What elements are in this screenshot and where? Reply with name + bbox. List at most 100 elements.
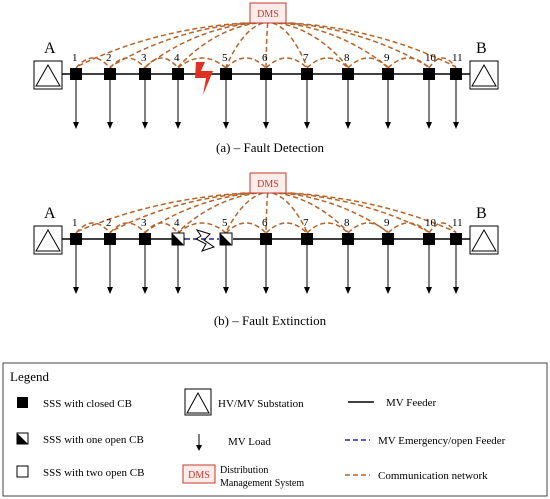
node-label-9: 9 xyxy=(384,52,390,64)
comm-link-dms xyxy=(282,22,389,68)
comm-link-adjacent xyxy=(177,222,227,234)
comm-link-adjacent xyxy=(75,57,111,69)
node-label-4: 4 xyxy=(174,52,180,64)
substation-icon xyxy=(184,388,212,416)
comm-link-adjacent xyxy=(109,57,146,69)
node-label-2: 2 xyxy=(106,52,112,64)
sss-one-open-fill xyxy=(172,233,184,245)
mv-load-arrowhead xyxy=(263,287,269,294)
mv-load-arrowhead xyxy=(223,122,229,129)
comm-link-adjacent xyxy=(306,222,349,234)
mv-load-arrowhead xyxy=(385,287,391,294)
sss-closed-cb xyxy=(70,233,82,245)
node-label-5: 5 xyxy=(222,52,228,64)
sss-closed-cb xyxy=(70,68,82,80)
comm-link-dms xyxy=(177,192,258,233)
sss-closed-cb xyxy=(342,233,354,245)
legend-comm-network: Communication network xyxy=(378,470,488,482)
node-label-7: 7 xyxy=(303,52,309,64)
dms-label: DMS xyxy=(257,179,279,190)
sss-closed-cb xyxy=(220,68,232,80)
mv-load-arrowhead xyxy=(345,122,351,129)
mv-load-arrowhead xyxy=(453,287,459,294)
comm-link-adjacent xyxy=(387,222,430,234)
sss-closed-cb xyxy=(382,68,394,80)
mv-load-arrowhead xyxy=(263,122,269,129)
mv-load-arrowhead xyxy=(175,287,181,294)
substation-a-label: A xyxy=(44,205,56,222)
node-label-8: 8 xyxy=(344,217,350,229)
sss-one-open-fill xyxy=(220,233,232,245)
sss-closed-cb xyxy=(423,68,435,80)
node-label-3: 3 xyxy=(141,217,147,229)
legend-sss-one-open: SSS with one open CB xyxy=(43,434,144,446)
legend: Legend SSS with closed CB SSS with one o… xyxy=(2,362,548,497)
comm-link-dms xyxy=(75,192,246,233)
node-label-2: 2 xyxy=(106,217,112,229)
node-label-9: 9 xyxy=(384,217,390,229)
comm-link-adjacent xyxy=(347,222,389,234)
sss-two-open-symbol xyxy=(16,465,29,478)
node-label-10: 10 xyxy=(425,217,437,229)
legend-hv-substation: HV/MV Substation xyxy=(218,398,304,410)
sss-closed-symbol xyxy=(17,397,28,408)
node-label-7: 7 xyxy=(303,217,309,229)
comm-link-dms xyxy=(277,22,349,68)
legend-mv-load: MV Load xyxy=(228,436,271,448)
comm-link-adjacent xyxy=(428,222,457,234)
legend-frame xyxy=(2,362,548,497)
sss-closed-cb xyxy=(260,68,272,80)
node-label-8: 8 xyxy=(344,52,350,64)
node-label-1: 1 xyxy=(72,52,78,64)
legend-dms-line1: Distribution xyxy=(220,465,268,476)
panel-caption: (a) – Fault Detection xyxy=(216,140,324,155)
mv-load-arrowhead xyxy=(304,287,310,294)
node-label-6: 6 xyxy=(262,52,268,64)
comm-link-dms xyxy=(225,192,264,233)
sss-closed-cb xyxy=(104,68,116,80)
comm-link-adjacent xyxy=(75,222,111,234)
comm-link-adjacent xyxy=(225,57,267,69)
comm-link-dms xyxy=(144,192,254,233)
mv-load-arrowhead xyxy=(453,122,459,129)
node-label-10: 10 xyxy=(425,52,437,64)
sss-closed-cb xyxy=(104,233,116,245)
comm-link-adjacent xyxy=(428,57,457,69)
panel-caption: (b) – Fault Extinction xyxy=(214,313,327,328)
mv-load-arrowhead xyxy=(426,122,432,129)
sss-closed-cb xyxy=(450,233,462,245)
sss-one-open-fill xyxy=(17,433,28,444)
dms-box xyxy=(249,2,287,24)
comm-link-adjacent xyxy=(109,222,146,234)
legend-mv-feeder: MV Feeder xyxy=(386,397,437,409)
node-label-5: 5 xyxy=(222,217,228,229)
comm-link-dms xyxy=(282,192,389,233)
sss-closed-cb xyxy=(301,233,313,245)
mv-load-arrow-icon xyxy=(196,434,202,451)
substation-b-label: B xyxy=(476,40,487,57)
comm-link-dms xyxy=(75,22,246,68)
comm-link-dms xyxy=(109,192,250,233)
comm-link-dms xyxy=(144,22,254,68)
sss-closed-cb xyxy=(172,68,184,80)
mv-load-arrowhead xyxy=(73,287,79,294)
mv-load-arrowhead xyxy=(304,122,310,129)
legend-sss-closed: SSS with closed CB xyxy=(43,398,132,410)
legend-mv-emergency: MV Emergency/open Feeder xyxy=(378,435,506,447)
fault-lightning-icon xyxy=(195,62,213,95)
substation-b-icon xyxy=(469,225,499,255)
dms-label: DMS xyxy=(257,9,279,20)
comm-link-dms xyxy=(290,22,457,68)
sss-closed-cb xyxy=(301,68,313,80)
comm-link-adjacent xyxy=(144,222,179,234)
comm-link-dms xyxy=(265,192,269,233)
comm-link-adjacent xyxy=(306,57,349,69)
comm-link-dms xyxy=(272,22,308,68)
sss-closed-cb xyxy=(260,233,272,245)
comm-link-dms xyxy=(287,22,430,68)
comm-link-dms xyxy=(287,192,430,233)
comm-link-adjacent xyxy=(265,222,308,234)
